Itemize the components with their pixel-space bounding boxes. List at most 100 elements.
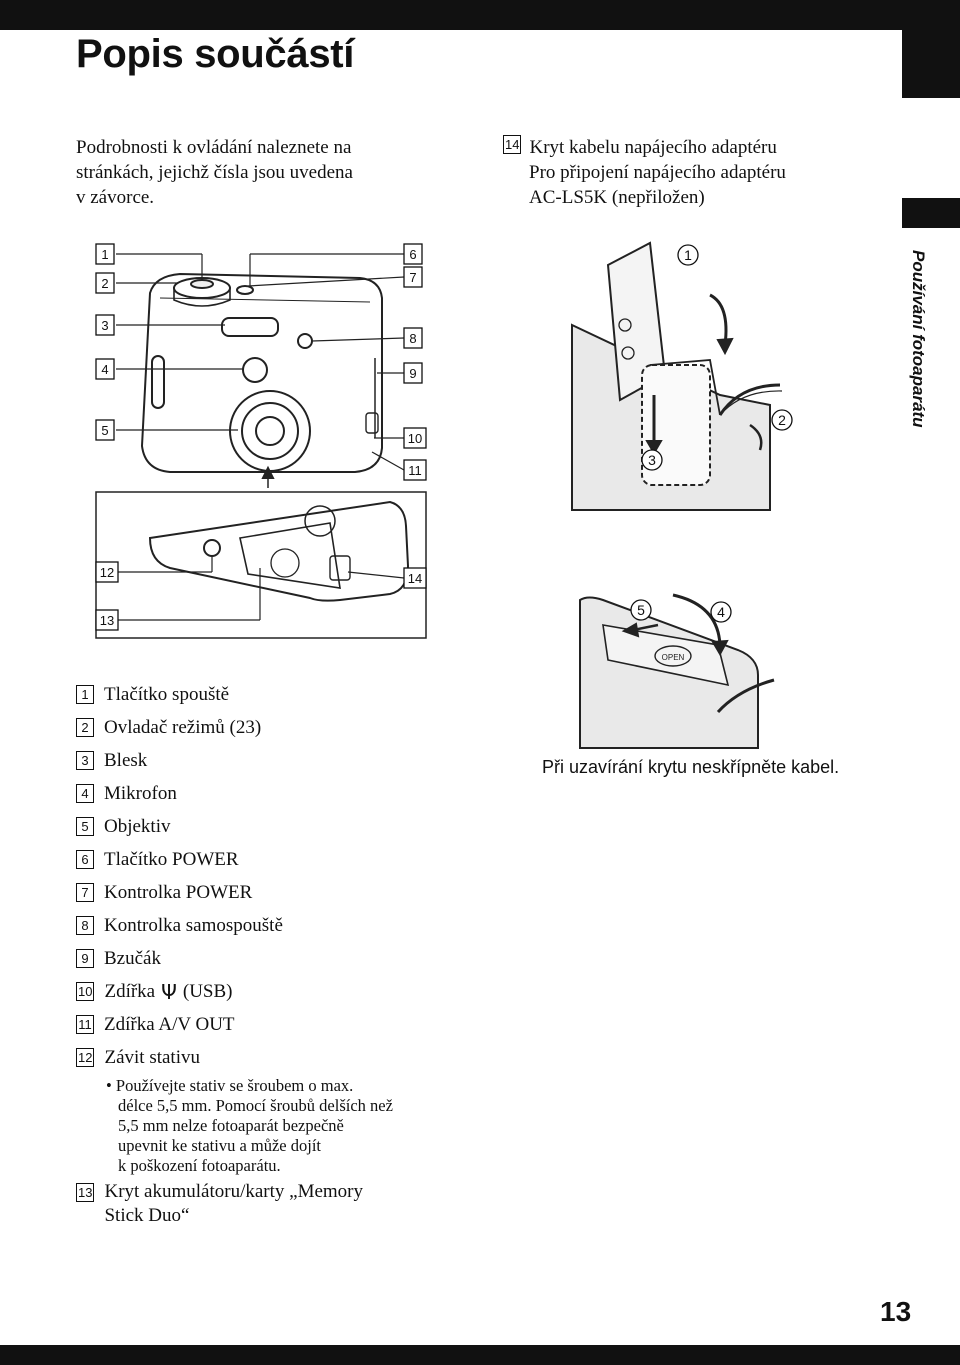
svg-text:10: 10 bbox=[408, 431, 422, 446]
svg-text:7: 7 bbox=[409, 270, 416, 285]
intro-line: stránkách, jejichž čísla jsou uvedena bbox=[76, 162, 353, 183]
tripod-socket bbox=[203, 539, 221, 557]
legend-item: 2 Ovladač režimů (23) bbox=[76, 711, 496, 744]
step-1-marker: 1 bbox=[677, 244, 699, 266]
svg-text:1: 1 bbox=[101, 247, 108, 262]
step-2-marker: 2 bbox=[771, 409, 793, 431]
page-number: 13 bbox=[880, 1296, 912, 1327]
legend-number: 11 bbox=[76, 1015, 94, 1034]
top-bar bbox=[0, 0, 960, 30]
note-line: upevnit ke stativu a může dojít bbox=[118, 1136, 321, 1155]
legend-item: 13 Kryt akumulátoru/karty „Memory Stick … bbox=[76, 1180, 496, 1228]
legend-item: 4 Mikrofon bbox=[76, 777, 496, 810]
callout-10: 10 bbox=[403, 427, 427, 449]
grip bbox=[151, 355, 165, 409]
legend-label: Objektiv bbox=[104, 815, 171, 837]
caution-text: Při uzavírání krytu neskřípněte kabel. bbox=[542, 757, 840, 777]
legend-number: 6 bbox=[76, 850, 94, 869]
note-line: 5,5 mm nelze fotoaparát bezpečně bbox=[118, 1116, 344, 1135]
callout-6: 6 bbox=[403, 243, 423, 265]
step-5-marker: 5 bbox=[630, 599, 652, 621]
callout-3: 3 bbox=[95, 314, 115, 336]
legend-label: Ovladač režimů (23) bbox=[104, 716, 262, 738]
svg-text:12: 12 bbox=[100, 565, 114, 580]
legend-label: Zdířka bbox=[104, 980, 156, 1002]
flash-window bbox=[221, 317, 279, 337]
legend-label-suffix: (USB) bbox=[182, 980, 233, 1002]
chapter-tab-marker bbox=[902, 198, 960, 228]
svg-text:11: 11 bbox=[408, 463, 422, 478]
svg-text:13: 13 bbox=[100, 613, 114, 628]
legend-item: 5 Objektiv bbox=[76, 810, 496, 843]
legend-number: 2 bbox=[76, 718, 94, 737]
callout-7: 7 bbox=[403, 266, 423, 288]
intro-line: v závorce. bbox=[76, 187, 155, 208]
legend-number: 8 bbox=[76, 916, 94, 935]
step-4-marker: 4 bbox=[710, 601, 732, 623]
legend-number: 13 bbox=[76, 1183, 95, 1202]
svg-text:5: 5 bbox=[637, 602, 645, 618]
legend-label: Stick Duo“ bbox=[104, 1205, 190, 1226]
legend-number: 12 bbox=[76, 1048, 95, 1067]
svg-text:1: 1 bbox=[684, 247, 692, 263]
door-label: OPEN bbox=[662, 653, 685, 662]
callout-11: 11 bbox=[403, 459, 427, 481]
power-button bbox=[236, 285, 254, 295]
svg-text:3: 3 bbox=[101, 318, 108, 333]
legend-number: 4 bbox=[76, 784, 94, 803]
intro-text: Podrobnosti k ovládání naleznete na strá… bbox=[76, 135, 436, 210]
legend-label: Kryt akumulátoru/karty „Memory bbox=[104, 1181, 364, 1202]
step-3-marker: 3 bbox=[641, 449, 663, 471]
camera-body-front bbox=[140, 272, 383, 473]
svg-text:14: 14 bbox=[408, 571, 422, 586]
cable-close-figure: OPEN 5 4 bbox=[579, 593, 775, 749]
legend-item: 6 Tlačítko POWER bbox=[76, 843, 496, 876]
note-line: délce 5,5 mm. Pomocí šroubů delších než bbox=[118, 1096, 393, 1115]
legend-item: 11 Zdířka A/V OUT bbox=[76, 1008, 496, 1041]
legend-label: Závit stativu bbox=[104, 1046, 200, 1068]
microphone bbox=[242, 357, 268, 383]
note-line: k poškození fotoaparátu. bbox=[118, 1156, 281, 1175]
callout-8: 8 bbox=[403, 327, 423, 349]
legend-number: 5 bbox=[76, 817, 94, 836]
cable-cover-desc: Pro připojení napájecího adaptéru bbox=[529, 162, 786, 183]
callout-14: 14 bbox=[403, 567, 427, 589]
side-chapter-label: Používání fotoaparátu bbox=[909, 250, 928, 428]
svg-text:5: 5 bbox=[101, 423, 108, 438]
battery-cover bbox=[239, 522, 341, 589]
legend-label: Zdířka A/V OUT bbox=[104, 1013, 235, 1035]
cable-cover-label: Kryt kabelu napájecího adaptéru bbox=[529, 137, 777, 158]
cable-cover-section: 14 Kryt kabelu napájecího adaptéru Pro p… bbox=[503, 135, 893, 210]
legend-label: Tlačítko POWER bbox=[104, 848, 239, 870]
legend-label: Mikrofon bbox=[104, 782, 177, 804]
svg-text:3: 3 bbox=[648, 452, 656, 468]
callout-12: 12 bbox=[95, 561, 119, 583]
self-timer-lamp bbox=[297, 333, 313, 349]
svg-text:8: 8 bbox=[409, 331, 416, 346]
legend-item: 10 Zdířka Ψ (USB) bbox=[76, 975, 496, 1008]
tripod-note: • Používejte stativ se šroubem o max. dé… bbox=[76, 1076, 456, 1176]
svg-text:9: 9 bbox=[409, 366, 416, 381]
page-title: Popis součástí bbox=[76, 32, 355, 76]
closed-battery-door bbox=[602, 624, 730, 687]
cable bbox=[718, 383, 781, 416]
note-line: • Používejte stativ se šroubem o max. bbox=[106, 1076, 354, 1095]
legend-label: Tlačítko spouště bbox=[104, 683, 230, 705]
legend-number: 9 bbox=[76, 949, 94, 968]
callout-number: 14 bbox=[503, 135, 522, 154]
legend-label: Blesk bbox=[104, 749, 148, 771]
callout-9: 9 bbox=[403, 362, 423, 384]
shutter-button bbox=[190, 279, 214, 289]
bottom-bar bbox=[0, 1345, 960, 1365]
legend-label: Kontrolka POWER bbox=[104, 881, 253, 903]
callout-13: 13 bbox=[95, 609, 119, 631]
cable-insert-figure: 1 2 3 bbox=[571, 241, 793, 511]
camera-figure: 1 2 3 4 5 6 7 8 9 10 11 12 13 14 bbox=[95, 243, 427, 639]
cable bbox=[716, 678, 775, 714]
intro-line: Podrobnosti k ovládání naleznete na bbox=[76, 137, 352, 158]
